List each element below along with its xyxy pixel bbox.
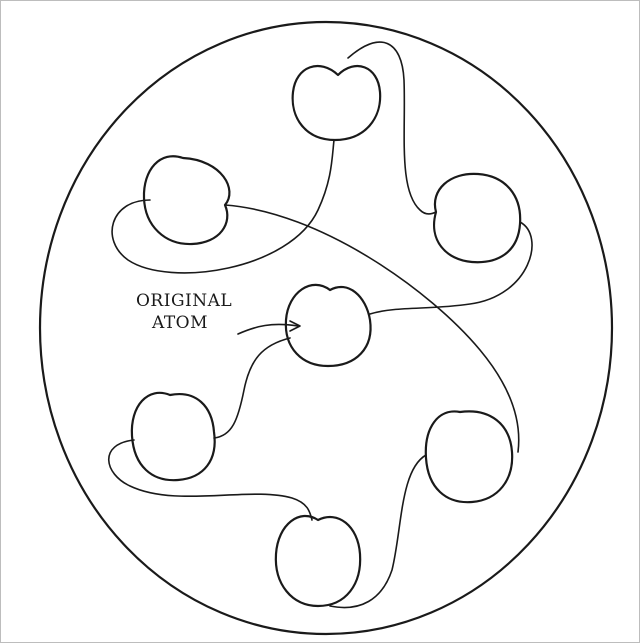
label-arrow [238, 324, 298, 334]
original-atom-label: ORIGINAL ATOM [136, 290, 232, 334]
tail-bottom [330, 455, 426, 608]
tail-cross [225, 205, 519, 452]
atom-bottom [276, 516, 360, 606]
tail-top [348, 42, 436, 214]
atom-upper-left [144, 156, 229, 244]
outer-circle [40, 22, 612, 634]
atom-lower-right [426, 411, 512, 502]
atom-lower-left [132, 393, 215, 480]
atom-top [293, 66, 381, 140]
tail-original [214, 338, 290, 438]
tail-lower-left [109, 440, 312, 520]
tail-upper-right [370, 222, 532, 314]
atom-upper-right [434, 174, 520, 262]
label-line-1: ORIGINAL [136, 290, 232, 312]
label-line-2: ATOM [136, 312, 232, 334]
